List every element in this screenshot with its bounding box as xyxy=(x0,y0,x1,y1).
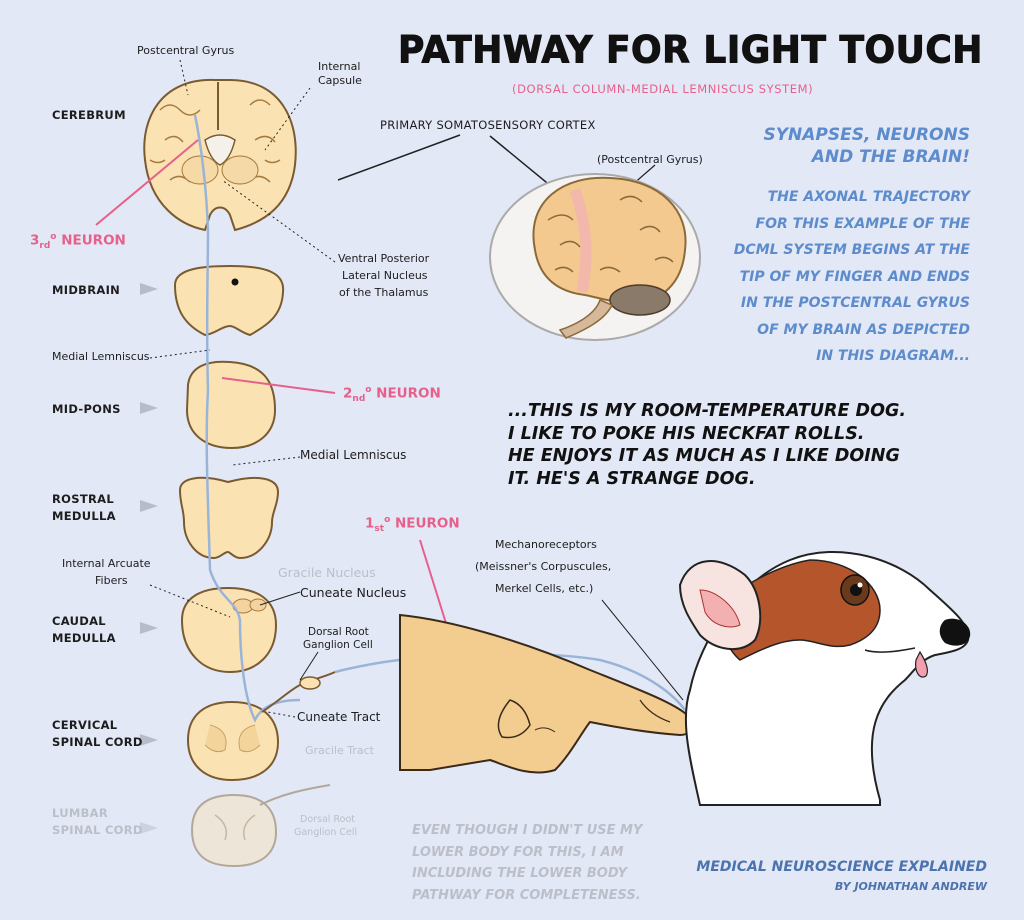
cervical-cord-section xyxy=(186,700,280,782)
drg-cell xyxy=(261,671,336,713)
label-vpl-line2: Lateral Nucleus xyxy=(342,269,428,282)
level-arrows xyxy=(140,283,158,834)
mid-pons-section xyxy=(185,360,277,450)
rostral-medulla-section xyxy=(178,476,280,560)
label-mechanoreceptors-line2: (Meissner's Corpuscules, xyxy=(475,560,612,573)
label-postcentral-gyrus: Postcentral Gyrus xyxy=(137,44,235,57)
label-mechanoreceptors-line1: Mechanoreceptors xyxy=(495,538,597,551)
level-mid-pons: MID-PONS xyxy=(52,402,121,416)
level-lumbar-line1: LUMBAR xyxy=(52,806,109,820)
label-vpl-line1: Ventral Posterior xyxy=(338,252,430,265)
label-primary-cortex: PRIMARY SOMATOSENSORY CORTEX xyxy=(380,118,596,132)
label-internal-capsule-line1: Internal xyxy=(318,60,361,73)
level-cervical-line2: SPINAL CORD xyxy=(52,735,143,749)
credit-title: MEDICAL NEUROSCIENCE EXPLAINED xyxy=(696,859,987,875)
label-cuneate-tract: Cuneate Tract xyxy=(297,710,381,724)
label-medial-lemniscus-upper: Medial Lemniscus xyxy=(52,350,150,363)
brain-inset xyxy=(489,173,701,341)
level-cerebrum: CEREBRUM xyxy=(52,108,126,122)
label-medial-lemniscus-lower: Medial Lemniscus xyxy=(300,448,407,462)
label-gracile-nucleus: Gracile Nucleus xyxy=(278,565,376,580)
label-postcentral-gyrus-inset: (Postcentral Gyrus) xyxy=(597,153,703,166)
third-order-neuron-label: 3rdo NEURON xyxy=(30,232,126,252)
level-lumbar-line2: SPINAL CORD xyxy=(52,823,143,837)
level-rostral-medulla-line1: ROSTRAL xyxy=(52,492,114,506)
midbrain-section xyxy=(173,264,285,337)
dog-caption: ...THIS IS MY ROOM-TEMPERATURE DOG. I LI… xyxy=(508,401,906,489)
label-drg-cell-line2: Ganglion Cell xyxy=(303,639,373,651)
page-subtitle: (DORSAL COLUMN-MEDIAL LEMNISCUS SYSTEM) xyxy=(512,82,814,96)
label-lumbar-drg-line1: Dorsal Root xyxy=(300,814,355,825)
level-cervical-line1: CERVICAL xyxy=(52,718,118,732)
label-gracile-tract: Gracile Tract xyxy=(305,744,374,757)
sidebar-body: THE AXONAL TRAJECTORY FOR THIS EXAMPLE O… xyxy=(733,189,970,364)
label-cuneate-nucleus: Cuneate Nucleus xyxy=(300,585,407,600)
level-caudal-medulla-line2: MEDULLA xyxy=(52,631,116,645)
dog-illustration xyxy=(678,551,971,806)
lumbar-cord-section xyxy=(190,784,331,868)
page-title: PATHWAY FOR LIGHT TOUCH xyxy=(398,28,983,73)
ascending-pathway xyxy=(193,114,301,723)
cerebrum-section xyxy=(143,78,297,232)
label-lumbar-drg-line2: Ganglion Cell xyxy=(294,827,358,838)
level-caudal-medulla-line1: CAUDAL xyxy=(52,614,106,628)
finger-illustration xyxy=(399,613,693,774)
label-internal-capsule-line2: Capsule xyxy=(318,74,362,87)
label-internal-arcuate-line2: Fibers xyxy=(95,574,128,587)
credit-author: BY JOHNATHAN ANDREW xyxy=(834,880,987,893)
level-rostral-medulla-line2: MEDULLA xyxy=(52,509,116,523)
sidebar-heading: SYNAPSES, NEURONS AND THE BRAIN! xyxy=(763,125,970,167)
first-order-neuron-label: 1sto NEURON xyxy=(365,515,460,535)
label-internal-arcuate-line1: Internal Arcuate xyxy=(62,557,151,570)
label-vpl-line3: of the Thalamus xyxy=(339,286,429,299)
lower-body-note: EVEN THOUGH I DIDN'T USE MY LOWER BODY F… xyxy=(412,823,643,903)
level-midbrain: MIDBRAIN xyxy=(52,283,121,297)
label-drg-cell-line1: Dorsal Root xyxy=(308,626,369,638)
caudal-medulla-section xyxy=(180,586,278,674)
second-order-neuron-label: 2ndo NEURON xyxy=(343,385,441,405)
label-mechanoreceptors-line3: Merkel Cells, etc.) xyxy=(495,582,594,595)
